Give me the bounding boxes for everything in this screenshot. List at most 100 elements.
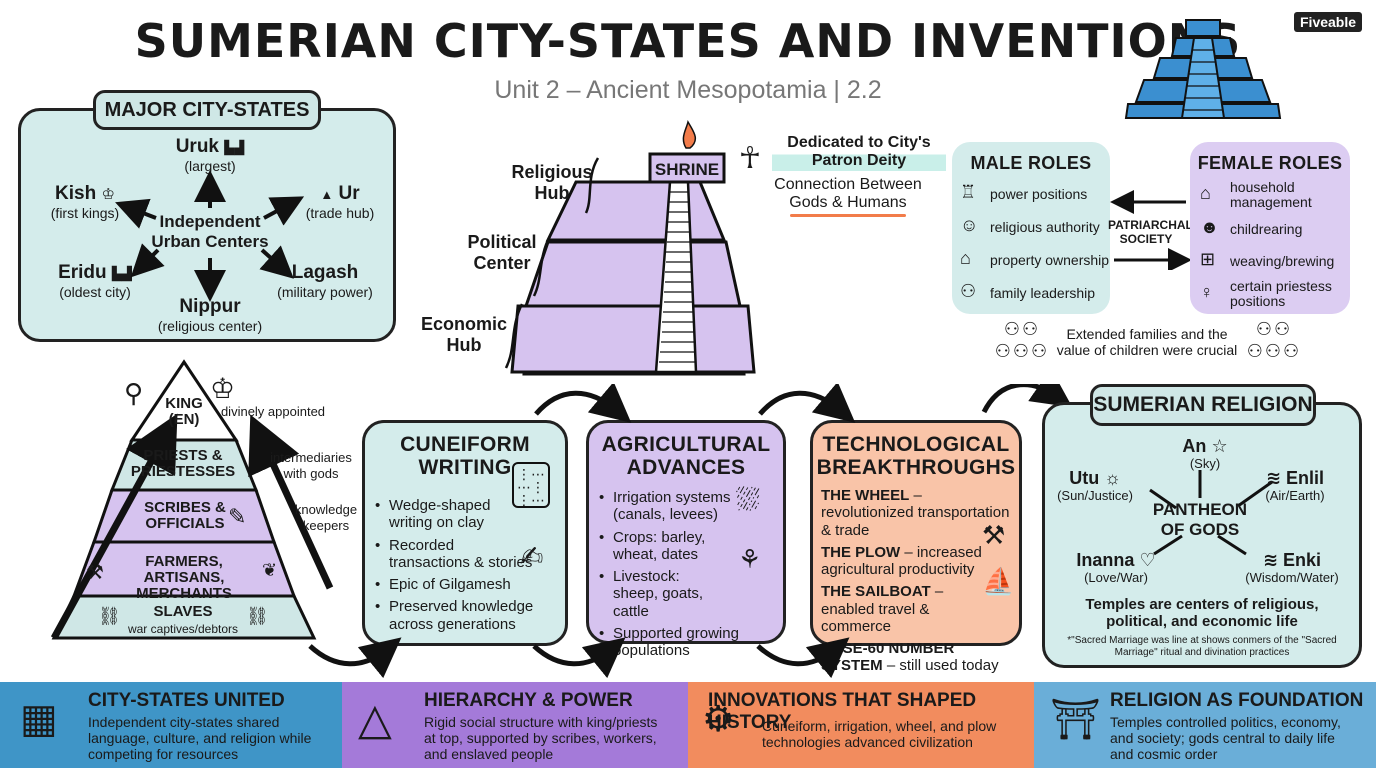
religion-footnote: *"Sacred Marriage was line at shows conm… — [1067, 635, 1337, 658]
patriarchal-label: PATRIARCHAL SOCIETY — [1108, 218, 1193, 247]
female-role-item: ⌂ household management — [1200, 178, 1350, 211]
bullet-item: Epic of Gilgamesh — [375, 576, 515, 594]
crown-icon: ♔ — [101, 186, 115, 203]
ziggurat-diagram — [504, 120, 756, 376]
male-role-item: ⚇family leadership — [960, 281, 1110, 305]
gear-tablet-icon: ⚙ — [702, 698, 735, 739]
level-religious: Religious Hub — [511, 162, 593, 203]
building-icon: ▙▟ — [224, 140, 245, 155]
female-roles-box: FEMALE ROLES ⌂household management ☻chil… — [1190, 142, 1350, 314]
dedicated-text: Dedicated to City's Patron Deity — [772, 134, 946, 171]
crops-icon: ⚘ — [738, 544, 762, 574]
note-divinely-appointed: divinely appointed — [220, 404, 326, 419]
male-role-item: ⌂property ownership — [960, 248, 1110, 272]
god-utu: Utu ☼ (Sun/Justice) — [1050, 468, 1140, 504]
priestess-icon: ♀ — [1200, 281, 1214, 302]
crown-icon: ♔ — [210, 373, 236, 404]
ziggurat-small-icon: ▲ — [320, 187, 334, 202]
bottom-text: Cuneiform, irrigation, wheel, and plow t… — [762, 718, 997, 751]
card-title: TECHNOLOGICAL BREAKTHROUGHS — [816, 433, 1016, 480]
city-name: Kish — [55, 183, 97, 204]
chain-icon: ⛓ — [246, 606, 269, 626]
religion-heading: SUMERIAN RELIGION — [1090, 384, 1316, 426]
city-name: Uruk — [175, 136, 219, 157]
tier-farmers: FARMERS, ARTISANS, MERCHANTS — [136, 553, 232, 602]
city-arrows — [115, 170, 305, 302]
female-role-item: ♀certain priestess positions — [1200, 278, 1350, 310]
card-title: CUNEIFORM WRITING — [400, 433, 530, 480]
bottom-title: CITY-STATES UNITED — [88, 690, 285, 711]
level-economic: Economic Hub — [420, 314, 508, 355]
god-name: Enki — [1283, 550, 1322, 570]
bullet-item: Livestock: sheep, goats, cattle — [599, 568, 727, 620]
male-roles-heading: MALE ROLES — [970, 153, 1092, 173]
produce-icon: ❦ — [262, 560, 278, 580]
religion-panel — [1042, 402, 1362, 668]
city-note: (largest) — [184, 157, 236, 174]
page-subtitle: Unit 2 – Ancient Mesopotamia | 2.2 — [494, 76, 882, 104]
star-icon: ☆ — [1211, 436, 1228, 456]
god-enlil: ≋ Enlil (Air/Earth) — [1250, 468, 1340, 504]
bullet-item: Recorded transactions & stories — [375, 537, 535, 572]
tech-desc: – increased agricultural productivity — [821, 543, 982, 579]
god-an: An ☆ (Sky) — [1170, 436, 1240, 472]
tech-item-base60: BASE-60 NUMBER SYSTEM – still used today — [821, 640, 1013, 675]
house-icon: ⌂ — [1200, 183, 1211, 204]
city-name: Ur — [338, 183, 360, 204]
god-domain: (Sky) — [1189, 455, 1221, 471]
technology-card: TECHNOLOGICAL BREAKTHROUGHS THE WHEEL – … — [810, 420, 1022, 674]
hammer-icon: ⚒ — [86, 562, 104, 584]
bullet-item: Preserved knowledge across generations — [375, 598, 557, 633]
tech-name: THE SAILBOAT — [821, 583, 931, 601]
loom-icon: ⊞ — [1200, 248, 1216, 269]
house-icon: ⌂ — [960, 247, 971, 268]
connection-underline — [790, 214, 906, 217]
god-name: Utu — [1069, 468, 1100, 488]
god-enki: ≋ Enki (Wisdom/Water) — [1240, 550, 1344, 586]
tier-scribes: SCRIBES & OFFICIALS — [144, 499, 226, 532]
level-political: Political Center — [467, 232, 537, 273]
city-center: Independent Urban Centers — [140, 212, 280, 251]
role-label: household management — [1230, 178, 1312, 211]
families-text: Extended families and the value of child… — [1056, 326, 1238, 359]
tech-name: THE WHEEL — [821, 487, 910, 505]
city-states-panel — [18, 108, 396, 342]
clay-tablet-icon: ⋮⋯⋯⋮⋮⋯ — [512, 462, 550, 508]
role-label: family leadership — [990, 284, 1096, 301]
bottom-text: Independent city-states shared language,… — [88, 714, 312, 763]
ankh-icon: ⚲ — [124, 378, 144, 408]
cuneiform-card: CUNEIFORM WRITING Wedge-shaped writing o… — [362, 420, 568, 646]
city-note: (military power) — [277, 283, 373, 300]
bullet-item: Wedge-shaped writing on clay — [375, 497, 497, 532]
plow-icon: ⚒ — [982, 520, 1006, 550]
tier-king: KING (EN) — [165, 395, 203, 428]
tech-desc: – still used today — [886, 657, 999, 675]
female-role-item: ⊞weaving/brewing — [1200, 249, 1350, 273]
god-domain: (Sun/Justice) — [1057, 487, 1133, 503]
family-tree-icon: ⚇⚇⚇⚇⚇ — [994, 319, 1050, 361]
city-states-heading: MAJOR CITY-STATES — [93, 90, 321, 130]
male-role-item: ☺religious authority — [960, 215, 1110, 239]
tech-item-plow: THE PLOW – increased agricultural produc… — [821, 544, 985, 579]
role-label: power positions — [990, 185, 1088, 202]
priest-head-icon: ☺ — [960, 214, 979, 235]
note-knowledge-keepers: knowledge keepers — [294, 502, 358, 533]
shrine-label: SHRINE — [654, 160, 720, 179]
bottom-text: Rigid social structure with king/priests… — [424, 714, 658, 763]
temples-text: Temples are centers of religious, politi… — [1085, 596, 1319, 631]
mother-child-icon: ☻ — [1200, 216, 1219, 237]
bottom-title: RELIGION AS FOUNDATION — [1110, 690, 1364, 711]
male-role-item: ♖power positions — [960, 182, 1110, 206]
city-center-label: Independent Urban Centers — [151, 212, 269, 251]
water-icon: ≋ — [1262, 550, 1279, 570]
god-domain: (Wisdom/Water) — [1245, 569, 1339, 585]
sailboat-icon: ⛵ — [982, 566, 1015, 596]
sun-icon: ☼ — [1104, 468, 1121, 488]
tech-name: THE PLOW — [821, 543, 901, 561]
pantheon-center: PANTHEON OF GODS — [1152, 500, 1248, 539]
god-domain: (Air/Earth) — [1265, 487, 1325, 503]
city-eridu: Eridu ▙▟ (oldest city) — [40, 262, 150, 300]
pyramid-icon: △ — [358, 695, 392, 744]
family-tree-icon: ⚇⚇⚇⚇⚇ — [1246, 319, 1302, 361]
priest-icon: ☥ — [738, 142, 762, 175]
